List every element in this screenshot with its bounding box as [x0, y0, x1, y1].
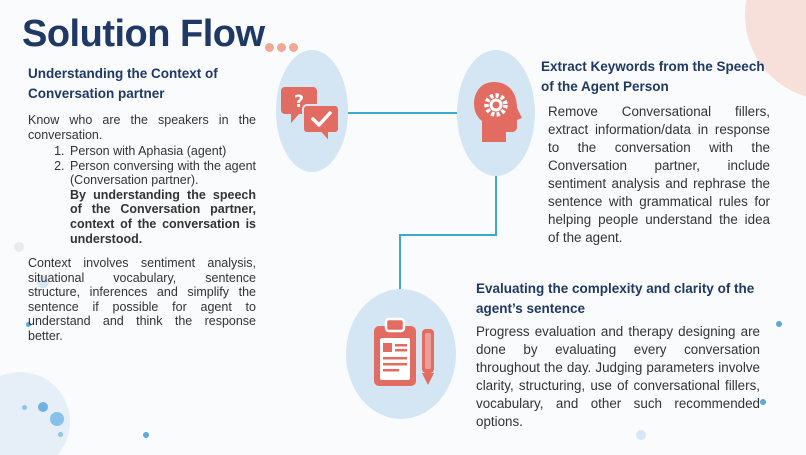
- title-dots: [265, 39, 301, 57]
- connector-line: [399, 234, 401, 294]
- context-description: Context involves sentiment analysis, sit…: [28, 256, 256, 343]
- decor-dot: [58, 432, 63, 437]
- decor-dot: [37, 276, 49, 288]
- decor-dot: [760, 399, 766, 405]
- decor-dot: [14, 242, 24, 252]
- decor-dot: [636, 430, 646, 440]
- extract-description: Remove Conversational fillers, extract i…: [548, 104, 770, 245]
- evaluate-heading: Evaluating the complexity and clarity of…: [476, 281, 755, 316]
- context-intro: Know who are the speakers in the convers…: [28, 113, 256, 142]
- connector-line: [346, 112, 458, 114]
- decor-dot: [26, 322, 31, 327]
- decor-dot: [38, 402, 48, 412]
- speaker-list: Person with Aphasia (agent) Person conve…: [28, 144, 256, 246]
- speech-bubbles-icon: ?: [281, 87, 340, 145]
- clipboard-pencil-icon: [374, 317, 434, 386]
- decor-dot: [143, 432, 149, 438]
- connector-line: [400, 234, 497, 236]
- list-item: Person conversing with the agent (Conver…: [68, 159, 256, 247]
- list-item-label: Person conversing with the agent (Conver…: [70, 158, 256, 188]
- svg-text:?: ?: [294, 92, 304, 112]
- decor-dot: [50, 412, 64, 426]
- connector-line: [495, 176, 497, 236]
- extract-heading: Extract Keywords from the Speech of the …: [541, 59, 765, 94]
- list-item-label: Person with Aphasia (agent): [70, 144, 227, 158]
- decor-dot: [776, 321, 782, 327]
- head-gear-icon: [474, 82, 522, 142]
- list-item: Person with Aphasia (agent): [68, 144, 256, 159]
- slide-title: Solution Flow: [22, 13, 265, 55]
- evaluate-description: Progress evaluation and therapy designin…: [476, 324, 760, 429]
- decor-dot: [22, 405, 27, 410]
- context-heading: Understanding the Context of Conversatio…: [28, 66, 218, 101]
- list-item-bold-note: By understanding the speech of the Conve…: [70, 187, 256, 246]
